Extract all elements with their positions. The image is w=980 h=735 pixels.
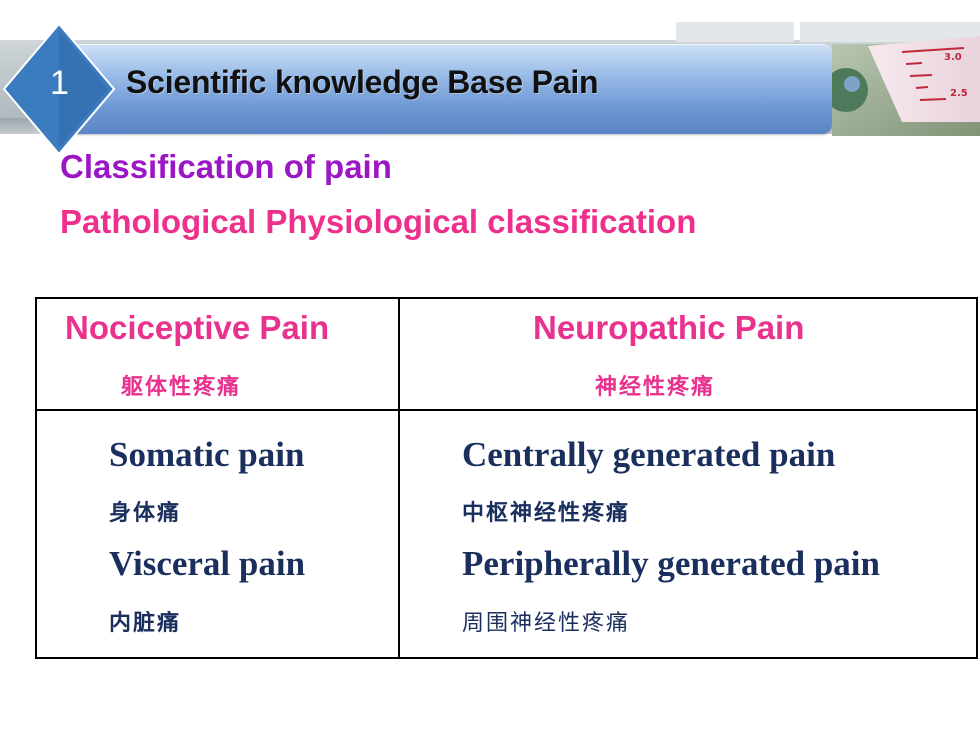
cell-central-zh: 中枢神经性疼痛 — [462, 501, 631, 526]
header-nociceptive-en: Nociceptive Pain — [65, 309, 330, 346]
cell-peripheral-zh: 周围神经性疼痛 — [462, 611, 631, 636]
cell-visceral-en: Visceral pain — [109, 544, 306, 583]
ruler-label-2: 2.5 — [950, 88, 968, 99]
cell-visceral-zh: 内脏痛 — [109, 611, 182, 636]
cell-somatic-en: Somatic pain — [109, 435, 305, 474]
pain-classification-table: Nociceptive Pain 躯体性疼痛 Neuropathic Pain … — [35, 297, 978, 659]
header-tab-decoration — [800, 22, 980, 42]
section-subtitle: Classification of pain — [60, 148, 392, 185]
number-badge: 1 — [2, 22, 116, 156]
table-column-divider — [398, 299, 400, 657]
ruler-photo-icon: 3.0 2.5 — [824, 36, 980, 136]
slide-title: Scientific knowledge Base Pain — [126, 64, 599, 100]
title-bar — [46, 44, 832, 134]
ruler-label-1: 3.0 — [944, 52, 962, 63]
header-tab-decoration — [676, 22, 794, 42]
cell-central-en: Centrally generated pain — [462, 435, 836, 474]
diamond-icon — [2, 22, 116, 156]
header-nociceptive-zh: 躯体性疼痛 — [121, 375, 242, 400]
header-neuropathic-en: Neuropathic Pain — [533, 309, 805, 346]
cell-peripheral-en: Peripherally generated pain — [462, 544, 881, 583]
slide-number: 1 — [50, 64, 69, 102]
header-neuropathic-zh: 神经性疼痛 — [595, 375, 716, 400]
corner-photo: 3.0 2.5 — [824, 26, 980, 136]
section-subheading: Pathological Physiological classificatio… — [60, 203, 697, 240]
cell-somatic-zh: 身体痛 — [109, 501, 182, 526]
table-header-divider — [37, 409, 976, 411]
